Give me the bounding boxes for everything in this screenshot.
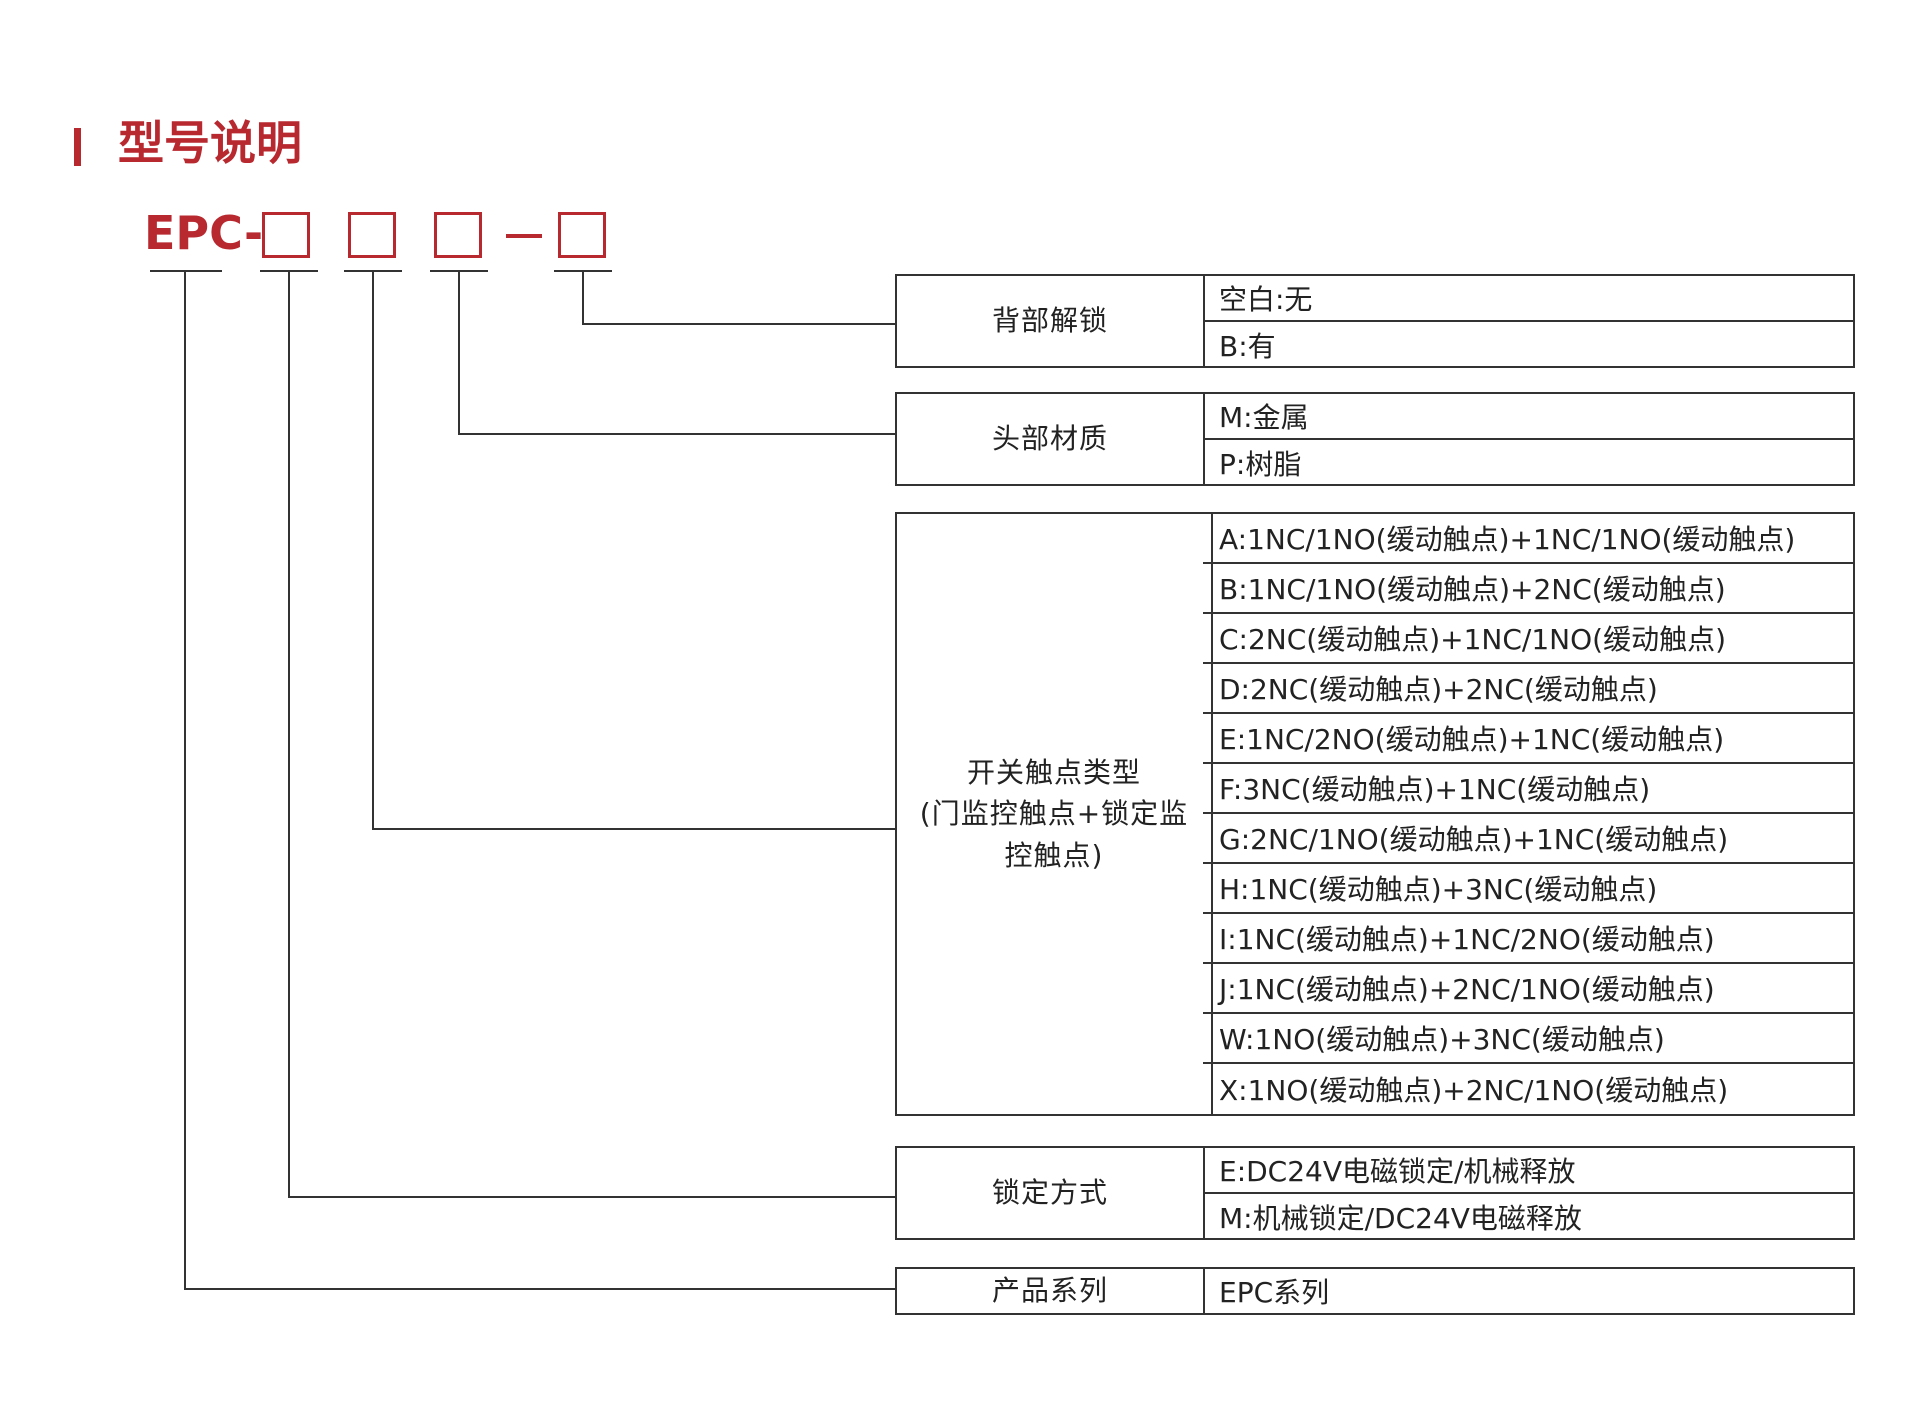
heading-accent-bar [74,128,81,166]
underline-series [150,270,222,272]
option-list-contact-type: A:1NC/1NO(缓动触点)+1NC/1NO(缓动触点) B:1NC/1NO(… [1203,514,1853,1114]
connector-contact-type-vertical [372,270,374,830]
option-row: P:树脂 [1219,448,1302,481]
option-row: W:1NO(缓动触点)+3NC(缓动触点) [1203,1014,1853,1064]
option-row: G:2NC/1NO(缓动触点)+1NC(缓动触点) [1203,814,1853,864]
connector-rear-unlock-horizontal [582,323,895,325]
option-row: EPC系列 [1219,1276,1330,1309]
option-row: E:DC24V电磁锁定/机械释放 [1203,1148,1853,1194]
group-contact-type: 开关触点类型 (门监控触点+锁定监 控触点) A:1NC/1NO(缓动触点)+1… [895,512,1855,1116]
option-row: X:1NO(缓动触点)+2NC/1NO(缓动触点) [1219,1074,1729,1107]
page-title: 型号说明 [118,116,302,170]
group-label-product-series: 产品系列 [897,1269,1205,1313]
group-label-contact-type: 开关触点类型 (门监控触点+锁定监 控触点) [897,514,1213,1114]
option-row: 空白:无 [1203,276,1853,322]
connector-head-material-horizontal [458,433,895,435]
code-slot-contact-type [348,212,396,258]
code-separator-dash [506,234,542,238]
connector-lock-method-vertical [288,270,290,1198]
connector-series-vertical [184,270,186,1290]
option-row: H:1NC(缓动触点)+3NC(缓动触点) [1203,864,1853,914]
option-row: A:1NC/1NO(缓动触点)+1NC/1NO(缓动触点) [1203,514,1853,564]
option-row: I:1NC(缓动触点)+1NC/2NO(缓动触点) [1203,914,1853,964]
group-label-lock-method: 锁定方式 [897,1148,1205,1238]
option-row: B:有 [1219,330,1276,363]
option-row: D:2NC(缓动触点)+2NC(缓动触点) [1203,664,1853,714]
option-list-head-material: M:金属 P:树脂 [1203,394,1853,484]
option-row: E:1NC/2NO(缓动触点)+1NC(缓动触点) [1203,714,1853,764]
group-label-rear-unlock: 背部解锁 [897,276,1205,366]
option-row: M:金属 [1203,394,1853,440]
option-row: M:机械锁定/DC24V电磁释放 [1219,1202,1582,1235]
connector-series-horizontal [184,1288,895,1290]
model-code-prefix: EPC- [144,206,264,260]
connector-contact-type-horizontal [372,828,895,830]
option-list-lock-method: E:DC24V电磁锁定/机械释放 M:机械锁定/DC24V电磁释放 [1203,1148,1853,1238]
code-slot-rear-unlock [558,212,606,258]
code-slot-lock-method [262,212,310,258]
option-list-rear-unlock: 空白:无 B:有 [1203,276,1853,366]
connector-lock-method-horizontal [288,1196,895,1198]
group-head-material: 头部材质 M:金属 P:树脂 [895,392,1855,486]
option-row: B:1NC/1NO(缓动触点)+2NC(缓动触点) [1203,564,1853,614]
group-rear-unlock: 背部解锁 空白:无 B:有 [895,274,1855,368]
code-slot-head-material [434,212,482,258]
group-product-series: 产品系列 EPC系列 [895,1267,1855,1315]
option-row: F:3NC(缓动触点)+1NC(缓动触点) [1203,764,1853,814]
option-row: C:2NC(缓动触点)+1NC/1NO(缓动触点) [1203,614,1853,664]
group-lock-method: 锁定方式 E:DC24V电磁锁定/机械释放 M:机械锁定/DC24V电磁释放 [895,1146,1855,1240]
option-list-product-series: EPC系列 [1203,1269,1853,1313]
group-label-head-material: 头部材质 [897,394,1205,484]
option-row: J:1NC(缓动触点)+2NC/1NO(缓动触点) [1203,964,1853,1014]
connector-head-material-vertical [458,270,460,435]
connector-rear-unlock-vertical [582,270,584,325]
